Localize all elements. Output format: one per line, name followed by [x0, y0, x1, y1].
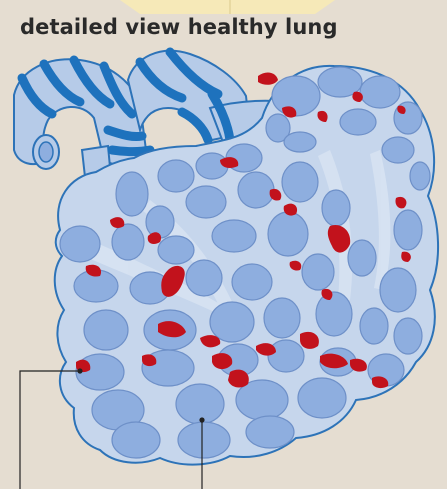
alveolus — [116, 172, 148, 216]
alveolus — [302, 254, 334, 290]
alveolus — [232, 264, 272, 300]
alveolus — [186, 186, 226, 218]
capillary — [258, 73, 278, 85]
capillary — [212, 353, 232, 369]
leader-dot-capillary — [78, 369, 82, 373]
alveolus — [158, 236, 194, 264]
alveolus — [264, 298, 300, 338]
alveolus — [246, 416, 294, 448]
alveolus — [146, 206, 174, 238]
alveolus — [410, 162, 430, 190]
alveolus — [394, 210, 422, 250]
alveolus — [394, 318, 422, 354]
bronchus-opening-inner — [39, 142, 53, 162]
alveolus — [322, 190, 350, 226]
alveolus — [268, 340, 304, 372]
diagram-title: detailed view healthy lung — [20, 12, 338, 42]
alveolus — [176, 384, 224, 424]
alveolus — [186, 260, 222, 296]
capillary — [228, 370, 249, 388]
alveolus — [212, 220, 256, 252]
alveolus — [340, 109, 376, 135]
alveolus — [284, 132, 316, 152]
alveolus — [360, 76, 400, 108]
alveolus — [348, 240, 376, 276]
alveolus — [112, 422, 160, 458]
alveolus — [238, 172, 274, 208]
alveolus — [298, 378, 346, 418]
alveolus — [178, 422, 230, 458]
alveolus — [360, 308, 388, 344]
alveolus — [158, 160, 194, 192]
cartilage-ring — [112, 150, 150, 152]
alveolus — [210, 302, 254, 342]
alveolus — [380, 268, 416, 312]
alveolus — [382, 137, 414, 163]
leader-dot-alveolus — [200, 418, 204, 422]
alveolus — [282, 162, 318, 202]
alveolus — [316, 292, 352, 336]
alveolus — [112, 224, 144, 260]
alveolus — [84, 310, 128, 350]
alveolus — [272, 76, 320, 116]
alveolus — [60, 226, 100, 262]
alveolus — [268, 212, 308, 256]
